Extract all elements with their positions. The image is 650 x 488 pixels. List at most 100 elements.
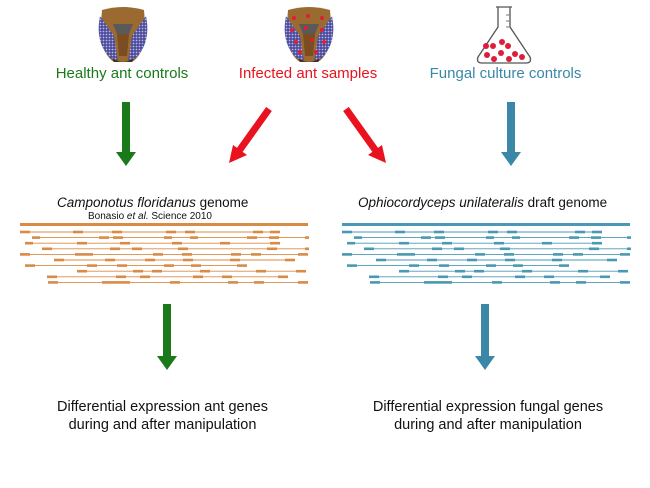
read-segment bbox=[20, 230, 30, 234]
read-segment bbox=[253, 230, 263, 234]
read-segment bbox=[342, 253, 352, 256]
read-segment bbox=[42, 247, 52, 251]
read-segment bbox=[505, 258, 515, 262]
read-segment bbox=[117, 264, 127, 267]
read-segment bbox=[618, 269, 628, 273]
read-segment bbox=[376, 258, 386, 262]
read-segment bbox=[592, 241, 602, 245]
read-segment bbox=[230, 258, 240, 262]
read-segment bbox=[475, 253, 485, 256]
read-segment bbox=[87, 264, 97, 267]
read-segment bbox=[54, 258, 64, 262]
read-segment bbox=[178, 247, 188, 251]
read-segment bbox=[550, 281, 560, 284]
read-segment bbox=[170, 281, 180, 284]
read-segment bbox=[369, 275, 379, 279]
read-segment bbox=[113, 236, 123, 239]
read-segment bbox=[99, 236, 109, 239]
ant-genome-tracks bbox=[20, 223, 309, 284]
read-segment bbox=[488, 230, 498, 234]
read-segment bbox=[228, 281, 238, 284]
read-segment bbox=[576, 281, 586, 284]
read-segment bbox=[182, 253, 192, 256]
read-segment bbox=[112, 230, 122, 234]
read-segment bbox=[190, 236, 198, 239]
read-segment bbox=[559, 264, 569, 267]
read-segment bbox=[231, 253, 241, 256]
read-segment bbox=[298, 281, 308, 284]
read-segment bbox=[462, 275, 472, 279]
fungal-result-line2: during and after manipulation bbox=[394, 417, 582, 433]
read-segment bbox=[25, 241, 33, 245]
read-segment bbox=[193, 275, 203, 279]
read-segment bbox=[164, 236, 172, 239]
read-segment bbox=[486, 236, 494, 239]
read-segment bbox=[296, 269, 306, 273]
read-segment bbox=[220, 241, 230, 245]
read-segment bbox=[164, 264, 174, 267]
arrow-infected-to-fungal-genome bbox=[343, 106, 386, 163]
read-segment bbox=[397, 253, 415, 256]
read-segment bbox=[432, 247, 442, 251]
fungal-genome-tracks bbox=[342, 223, 631, 284]
read-segment bbox=[507, 230, 517, 234]
read-segment bbox=[305, 236, 309, 239]
read-segment bbox=[578, 269, 588, 273]
read-segment bbox=[573, 253, 583, 256]
fungal-genome-suffix: draft genome bbox=[523, 195, 608, 210]
read-segment bbox=[454, 247, 464, 251]
read-segment bbox=[515, 275, 525, 279]
read-segment bbox=[152, 269, 162, 273]
read-segment bbox=[47, 275, 57, 279]
read-segment bbox=[600, 275, 610, 279]
read-segment bbox=[592, 230, 602, 234]
read-segment bbox=[32, 236, 40, 239]
read-segment bbox=[620, 281, 630, 284]
read-segment bbox=[183, 258, 193, 262]
citation-etal: et al. bbox=[126, 211, 149, 222]
read-segment bbox=[474, 269, 484, 273]
read-segment bbox=[247, 236, 257, 239]
ant-result-line2: during and after manipulation bbox=[68, 417, 257, 433]
read-segment bbox=[500, 247, 510, 251]
read-segment bbox=[305, 247, 309, 251]
read-segment bbox=[607, 258, 617, 262]
ant-genome-title: Camponotus floridanus genome bbox=[57, 195, 248, 210]
read-segment bbox=[513, 264, 523, 267]
read-segment bbox=[399, 269, 409, 273]
read-segment bbox=[627, 247, 631, 251]
read-segment bbox=[347, 241, 355, 245]
read-segment bbox=[620, 253, 630, 256]
read-segment bbox=[370, 281, 380, 284]
read-segment bbox=[395, 230, 405, 234]
read-segment bbox=[589, 247, 599, 251]
fungal-result-text: Differential expression fungal genes dur… bbox=[348, 398, 628, 434]
read-segment bbox=[439, 264, 449, 267]
read-segment bbox=[77, 241, 87, 245]
arrow-healthy-to-ant-genome bbox=[116, 102, 136, 166]
read-segment bbox=[364, 247, 374, 251]
read-segment bbox=[354, 236, 362, 239]
read-segment bbox=[254, 281, 264, 284]
read-segment bbox=[270, 241, 280, 245]
read-segment bbox=[116, 275, 126, 279]
arrow-fungal-genome-to-results bbox=[475, 304, 495, 370]
read-segment bbox=[438, 275, 448, 279]
read-segment bbox=[347, 264, 357, 267]
read-segment bbox=[73, 230, 83, 234]
read-segment bbox=[542, 241, 552, 245]
read-segment bbox=[251, 253, 261, 256]
fungal-result-line1: Differential expression fungal genes bbox=[372, 399, 604, 415]
read-segment bbox=[278, 275, 288, 279]
read-segment bbox=[110, 247, 120, 251]
read-segment bbox=[544, 275, 554, 279]
read-segment bbox=[145, 258, 155, 262]
read-segment bbox=[434, 230, 444, 234]
read-segment bbox=[512, 236, 520, 239]
read-segment bbox=[153, 253, 163, 256]
fungal-genome-title: Ophiocordyceps unilateralis draft genome bbox=[358, 195, 607, 210]
read-segment bbox=[270, 230, 280, 234]
ant-result-text: Differential expression ant genes during… bbox=[30, 398, 295, 434]
read-segment bbox=[442, 241, 452, 245]
read-segment bbox=[569, 236, 579, 239]
